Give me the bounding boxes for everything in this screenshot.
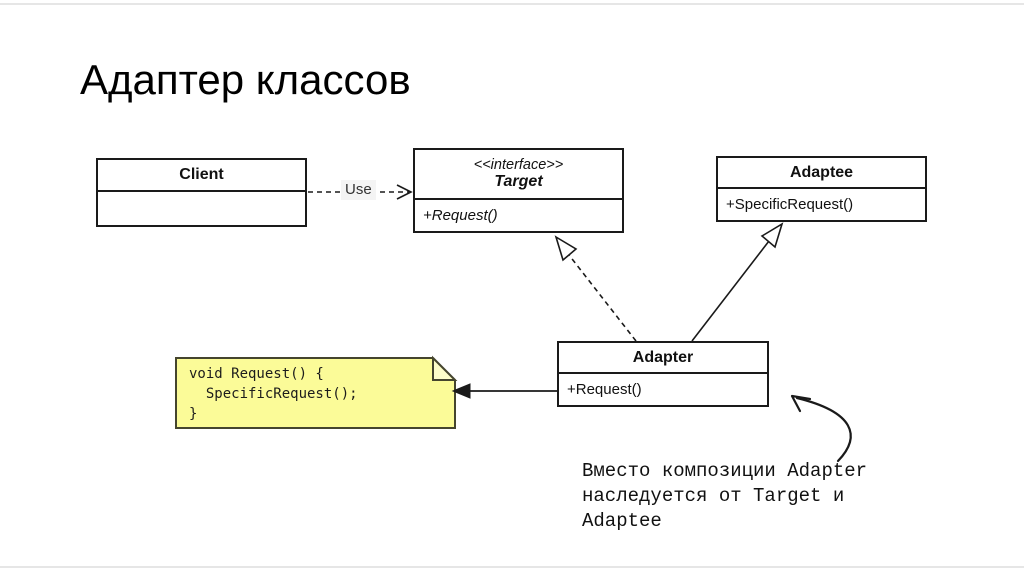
class-member: +SpecificRequest() bbox=[726, 196, 854, 213]
annotation-line: наследуется от Target и bbox=[582, 485, 845, 507]
annotation-text: Вместо композиции Adapter наследуется от … bbox=[582, 459, 867, 534]
class-member-compartment: +SpecificRequest() bbox=[718, 189, 925, 220]
annotation-line: Вместо композиции Adapter bbox=[582, 460, 868, 482]
class-member-compartment: +Request() bbox=[415, 200, 622, 231]
class-title-compartment: Adapter bbox=[559, 343, 767, 374]
class-name: Client bbox=[179, 166, 224, 183]
class-member-compartment bbox=[98, 192, 305, 225]
slide-top-edge bbox=[0, 3, 1024, 5]
class-member-compartment: +Request() bbox=[559, 374, 767, 405]
hollow-triangle-icon bbox=[554, 235, 578, 262]
class-member: +Request() bbox=[423, 207, 498, 224]
annotation-arrowhead-icon bbox=[790, 394, 812, 413]
class-title-compartment: <<interface>> Target bbox=[415, 150, 622, 200]
annotation-line: Adaptee bbox=[582, 510, 662, 532]
class-name: Adapter bbox=[632, 348, 694, 366]
note-fold-icon bbox=[432, 355, 458, 381]
hollow-triangle-icon bbox=[760, 222, 784, 249]
class-member: +Request() bbox=[567, 381, 642, 398]
class-box-adapter: Adapter +Request() bbox=[557, 341, 769, 407]
use-dependency-label: Use bbox=[341, 180, 376, 200]
open-arrowhead-icon bbox=[396, 184, 413, 200]
slide-bottom-edge bbox=[0, 566, 1024, 568]
note-shape bbox=[175, 357, 456, 429]
note-code-line: SpecificRequest(); bbox=[189, 386, 358, 402]
class-title-compartment: Adaptee bbox=[718, 158, 925, 189]
slide-title: Адаптер классов bbox=[80, 56, 411, 103]
realization-line bbox=[568, 254, 637, 342]
class-stereotype: <<interface>> bbox=[473, 157, 564, 173]
note-code-line: void Request() { bbox=[189, 366, 324, 382]
class-box-adaptee: Adaptee +SpecificRequest() bbox=[716, 156, 927, 222]
class-box-client: Client bbox=[96, 158, 307, 227]
class-name: Adaptee bbox=[789, 163, 854, 181]
annotation-arrow-curve bbox=[795, 396, 852, 463]
class-box-target: <<interface>> Target +Request() bbox=[413, 148, 624, 233]
generalization-line bbox=[691, 240, 770, 342]
filled-arrowhead-icon bbox=[451, 383, 471, 399]
note-code-line: } bbox=[189, 406, 198, 422]
note-code: void Request() { SpecificRequest();} bbox=[189, 364, 358, 424]
class-name: Target bbox=[494, 173, 543, 190]
class-title-compartment: Client bbox=[98, 160, 305, 192]
